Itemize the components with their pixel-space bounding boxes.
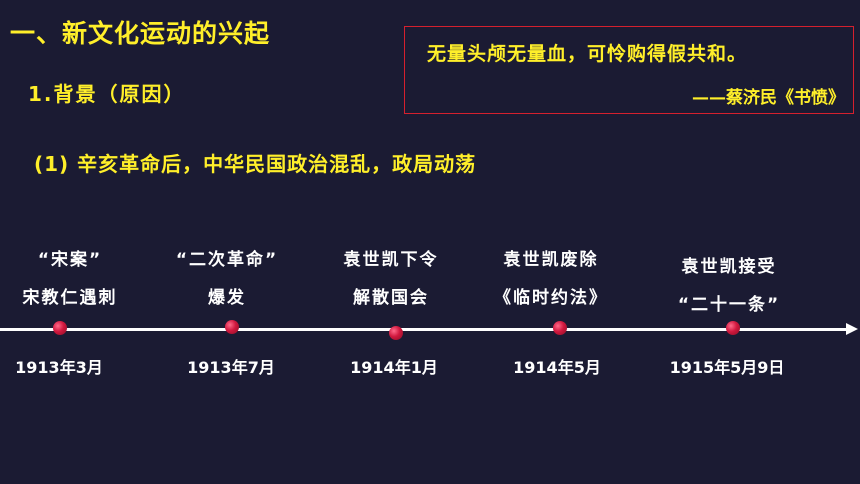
quote-text: 无量头颅无量血，可怜购得假共和。: [427, 43, 748, 65]
event-4-line1: 袁世凯废除: [503, 250, 599, 270]
event-5-line1: 袁世凯接受: [681, 257, 777, 277]
timeline-event-4: 袁世凯废除 《临时约法》: [466, 241, 636, 317]
event-1-date: 1913年3月: [15, 358, 103, 377]
timeline-marker-5: [726, 321, 740, 335]
event-1-line2: 宋教仁遇刺: [22, 288, 118, 308]
timeline-arrow-icon: [846, 323, 858, 335]
event-3-date: 1914年1月: [350, 358, 438, 377]
quote-source: ——蔡济民《书愤》: [692, 88, 845, 108]
slide-title: 一、新文化运动的兴起: [10, 19, 271, 48]
event-5-line2: “二十一条”: [677, 295, 781, 315]
timeline-event-1: “宋案” 宋教仁遇刺: [0, 241, 155, 317]
background-point: (1) 辛亥革命后，中华民国政治混乱，政局动荡: [34, 152, 477, 176]
event-3-line1: 袁世凯下令: [343, 250, 439, 270]
event-4-line2: 《临时约法》: [494, 288, 608, 308]
timeline-event-5: 袁世凯接受 “二十一条”: [644, 248, 814, 324]
event-2-date: 1913年7月: [187, 358, 275, 377]
timeline-line: [0, 328, 850, 331]
event-2-line2: 爆发: [208, 288, 246, 308]
timeline-marker-3: [389, 326, 403, 340]
event-3-line2: 解散国会: [353, 288, 429, 308]
quote-box: 无量头颅无量血，可怜购得假共和。 ——蔡济民《书愤》: [404, 26, 854, 114]
event-4-date: 1914年5月: [513, 358, 601, 377]
timeline-marker-1: [53, 321, 67, 335]
timeline-marker-4: [553, 321, 567, 335]
event-5-date: 1915年5月9日: [669, 358, 785, 377]
timeline-marker-2: [225, 320, 239, 334]
timeline-event-2: “二次革命” 爆发: [142, 241, 312, 317]
event-2-line1: “二次革命”: [175, 250, 279, 270]
event-1-line1: “宋案”: [37, 250, 103, 270]
timeline-event-3: 袁世凯下令 解散国会: [306, 241, 476, 317]
section-subtitle: 1.背景（原因）: [28, 82, 186, 106]
